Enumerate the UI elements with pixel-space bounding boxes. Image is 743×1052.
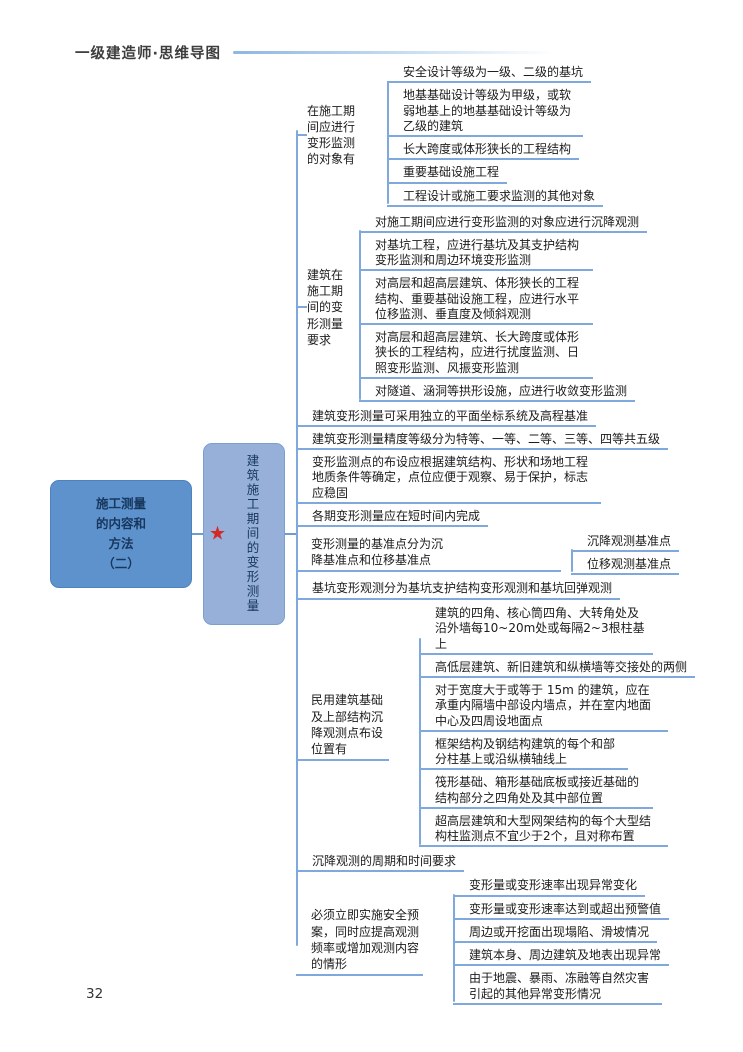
star-icon: ★ xyxy=(209,522,227,545)
leaf-item: 沉降观测的周期和时间要求 xyxy=(295,852,465,873)
leaf-item: 框架结构及钢结构建筑的每个和部分柱基上或沿纵横轴线上 xyxy=(419,735,628,771)
branch-label-text: 民用建筑基础及上部结构沉降观测点布设位置有 xyxy=(311,693,384,756)
branch-label-text: 变形测量的基准点分为沉降基准点和位移基准点 xyxy=(311,537,444,568)
leaf-item: 建筑变形测量精度等级分为特等、一等、二等、三等、四等共五级 xyxy=(295,430,669,451)
branch-label: 建筑在施工期间的变形测量要求 xyxy=(296,267,347,348)
branch-row-survey-requirements: 建筑在施工期间的变形测量要求 对施工期间应进行变形监测的对象应进行沉降观测 对基… xyxy=(296,211,648,403)
branch-row-datum-points: 变形测量的基准点分为沉降基准点和位移基准点 沉降观测基准点 位移观测基准点 xyxy=(296,530,680,576)
root-line: （二） xyxy=(102,556,140,571)
root-line: 方法 xyxy=(108,536,134,551)
leaf-item: 对基坑工程，应进行基坑及其支护结构变形监测和周边环境变形监测 xyxy=(359,236,593,272)
branch-label: 变形测量的基准点分为沉降基准点和位移基准点 xyxy=(296,534,561,573)
leaf-item: 高低层建筑、新旧建筑和纵横墙等交接处的两侧 xyxy=(418,658,696,679)
branch-label: 必须立即实施安全预案，同时应提高观测频率或增加观测内容的情形 xyxy=(296,905,423,977)
connector-line xyxy=(285,533,296,535)
leaf-item: 对于宽度大于或等于 15m 的建筑，应在承重内隔墙中部设内墙点，并在室内地面中心… xyxy=(419,681,668,732)
leaf-item: 工程设计或施工要求监测的其他对象 xyxy=(386,187,604,207)
root-line: 施工测量 xyxy=(95,496,146,511)
leaf-group: 对施工期间应进行变形监测的对象应进行沉降观测 对基坑工程，应进行基坑及其支护结构… xyxy=(358,211,648,403)
leaf-item: 变形监测点的布设应根据建筑结构、形状和场地工程地质条件等确定，点位应便于观察、易… xyxy=(296,453,601,504)
leaf-item: 各期变形测量应在短时间内完成 xyxy=(295,507,489,528)
branch-label: 民用建筑基础及上部结构沉降观测点布设位置有 xyxy=(296,690,389,762)
header-rule xyxy=(233,51,556,54)
leaf-group: 安全设计等级为一级、二级的基坑 地基基础设计等级为甲级，或软弱地基上的地基基础设… xyxy=(386,62,604,209)
level1-node: ★ 建筑施工期间的变形测量 xyxy=(203,443,285,625)
leaf-item: 建筑本身、周边建筑及地表出现异常 xyxy=(452,946,670,967)
header-title: 一级建造师·思维导图 xyxy=(75,46,222,62)
branch-row-emergency-plan: 必须立即实施安全预案，同时应提高观测频率或增加观测内容的情形 变形量或变形速率出… xyxy=(296,875,670,1006)
leaf-item: 对高层和超高层建筑、体形狭长的工程结构、重要基础设施工程，应进行水平位移监测、垂… xyxy=(359,274,593,326)
leaf-group: 沉降观测基准点 位移观测基准点 xyxy=(570,530,680,576)
leaf-item: 重要基础设施工程 xyxy=(386,163,508,184)
branch-label-text: 必须立即实施安全预案，同时应提高观测频率或增加观测内容的情形 xyxy=(311,908,420,971)
leaf-item: 由于地震、暴雨、冻融等自然灾害引起的其他异常变形情况 xyxy=(453,969,662,1006)
branch-label-text: 建筑在施工期间的变形测量要求 xyxy=(307,267,344,347)
root-line: 的内容和 xyxy=(95,516,146,531)
leaf-item: 超高层建筑和大型网架结构的每个大型结构柱监测点不宜少于2个，且对称布置 xyxy=(419,812,668,848)
leaf-item: 位移观测基准点 xyxy=(570,555,680,576)
leaf-item: 变形量或变形速率出现异常变化 xyxy=(452,876,646,897)
leaf-item: 变形量或变形速率达到或超出预警值 xyxy=(452,900,670,921)
mindmap: 施工测量 的内容和 方法 （二） ★ 建筑施工期间的变形测量 在施工期间应进行变… xyxy=(50,65,696,1006)
leaf-item: 对隧道、涵洞等拱形设施，应进行收敛变形监测 xyxy=(358,382,636,403)
leaf-item: 筏形基础、箱形基础底板或接近基础的结构部分之四角处及其中部位置 xyxy=(419,773,653,810)
branch-list: 在施工期间应进行变形监测的对象有 安全设计等级为一级、二级的基坑 地基基础设计等… xyxy=(295,60,696,1008)
leaf-group: 变形量或变形速率出现异常变化 变形量或变形速率达到或超出预警值 周边或开挖面出现… xyxy=(452,875,670,1006)
branch-label: 在施工期间应进行变形监测的对象有 xyxy=(296,103,359,168)
leaf-item: 长大跨度或体形狭长的工程结构 xyxy=(386,140,580,161)
branch-label-text: 在施工期间应进行变形监测的对象有 xyxy=(307,103,356,167)
connector-line xyxy=(192,533,203,535)
leaf-item: 安全设计等级为一级、二级的基坑 xyxy=(386,63,592,84)
page-number: 32 xyxy=(86,986,104,1002)
leaf-item: 周边或开挖面出现塌陷、滑坡情况 xyxy=(452,923,658,944)
leaf-item: 建筑变形测量可采用独立的平面坐标系统及高程基准 xyxy=(295,407,597,428)
leaf-item: 地基基础设计等级为甲级，或软弱地基上的地基基础设计等级为乙级的建筑 xyxy=(387,86,583,138)
root-node: 施工测量 的内容和 方法 （二） xyxy=(50,480,192,588)
level1-label: 建筑施工期间的变形测量 xyxy=(244,454,260,614)
leaf-item: 沉降观测基准点 xyxy=(570,532,680,552)
leaf-item: 基坑变形观测分为基坑支护结构变形观测和基坑回弹观测 xyxy=(295,579,621,600)
leaf-item: 建筑的四角、核心筒四角、大转角处及沿外墙每10~20m处或每隔2~3根柱基上 xyxy=(419,604,653,655)
leaf-item: 对高层和超高层建筑、长大跨度或体形狭长的工程结构，应进行扰度监测、日照变形监测、… xyxy=(359,328,593,379)
leaf-item: 对施工期间应进行变形监测的对象应进行沉降观测 xyxy=(358,213,648,234)
branch-row-monitoring-objects: 在施工期间应进行变形监测的对象有 安全设计等级为一级、二级的基坑 地基基础设计等… xyxy=(296,62,604,209)
leaf-group: 建筑的四角、核心筒四角、大转角处及沿外墙每10~20m处或每隔2~3根柱基上 高… xyxy=(418,603,696,849)
page-header: 一级建造师·思维导图 xyxy=(75,42,556,63)
branch-row-settlement-points: 民用建筑基础及上部结构沉降观测点布设位置有 建筑的四角、核心筒四角、大转角处及沿… xyxy=(296,603,696,849)
